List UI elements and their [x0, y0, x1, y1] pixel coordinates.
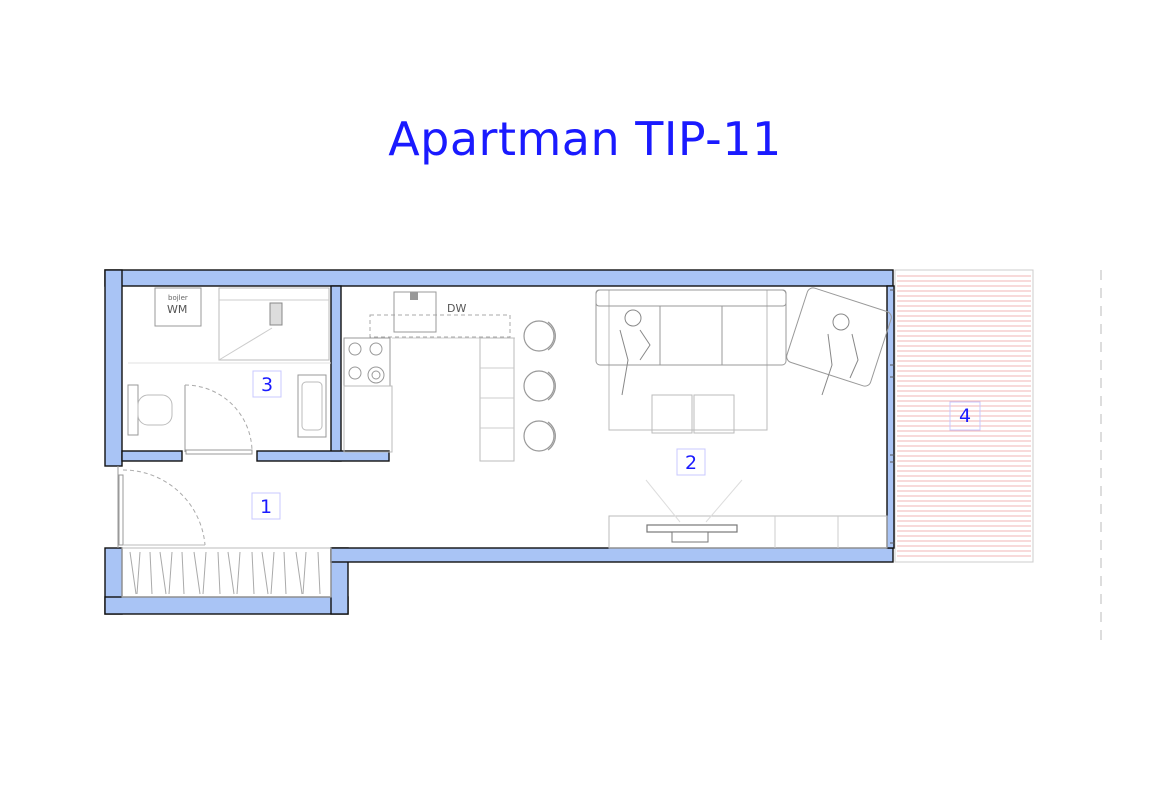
room-number: 2 [685, 452, 697, 474]
storage-wardrobe [121, 547, 332, 598]
room-number: 1 [260, 496, 272, 518]
room-label-3: 3 [252, 370, 282, 398]
room-label-1: 1 [251, 492, 281, 520]
bathroom-fixtures [127, 287, 331, 455]
entry-door [117, 466, 206, 548]
room-number: 4 [959, 405, 971, 427]
plan-title: Apartman TIP-11 [388, 112, 782, 166]
living-furniture [595, 287, 892, 549]
walls [104, 269, 895, 615]
window-marks [890, 289, 895, 544]
room-label-4: 4 [949, 401, 981, 431]
room-number: 3 [261, 374, 273, 396]
dishwasher-label: DW [447, 302, 466, 315]
washing-machine-label: WM [167, 303, 187, 316]
kitchen [343, 291, 556, 462]
room-label-2: 2 [676, 448, 706, 476]
boiler-label: bojler [168, 294, 188, 302]
terrace-deck [894, 269, 1102, 640]
